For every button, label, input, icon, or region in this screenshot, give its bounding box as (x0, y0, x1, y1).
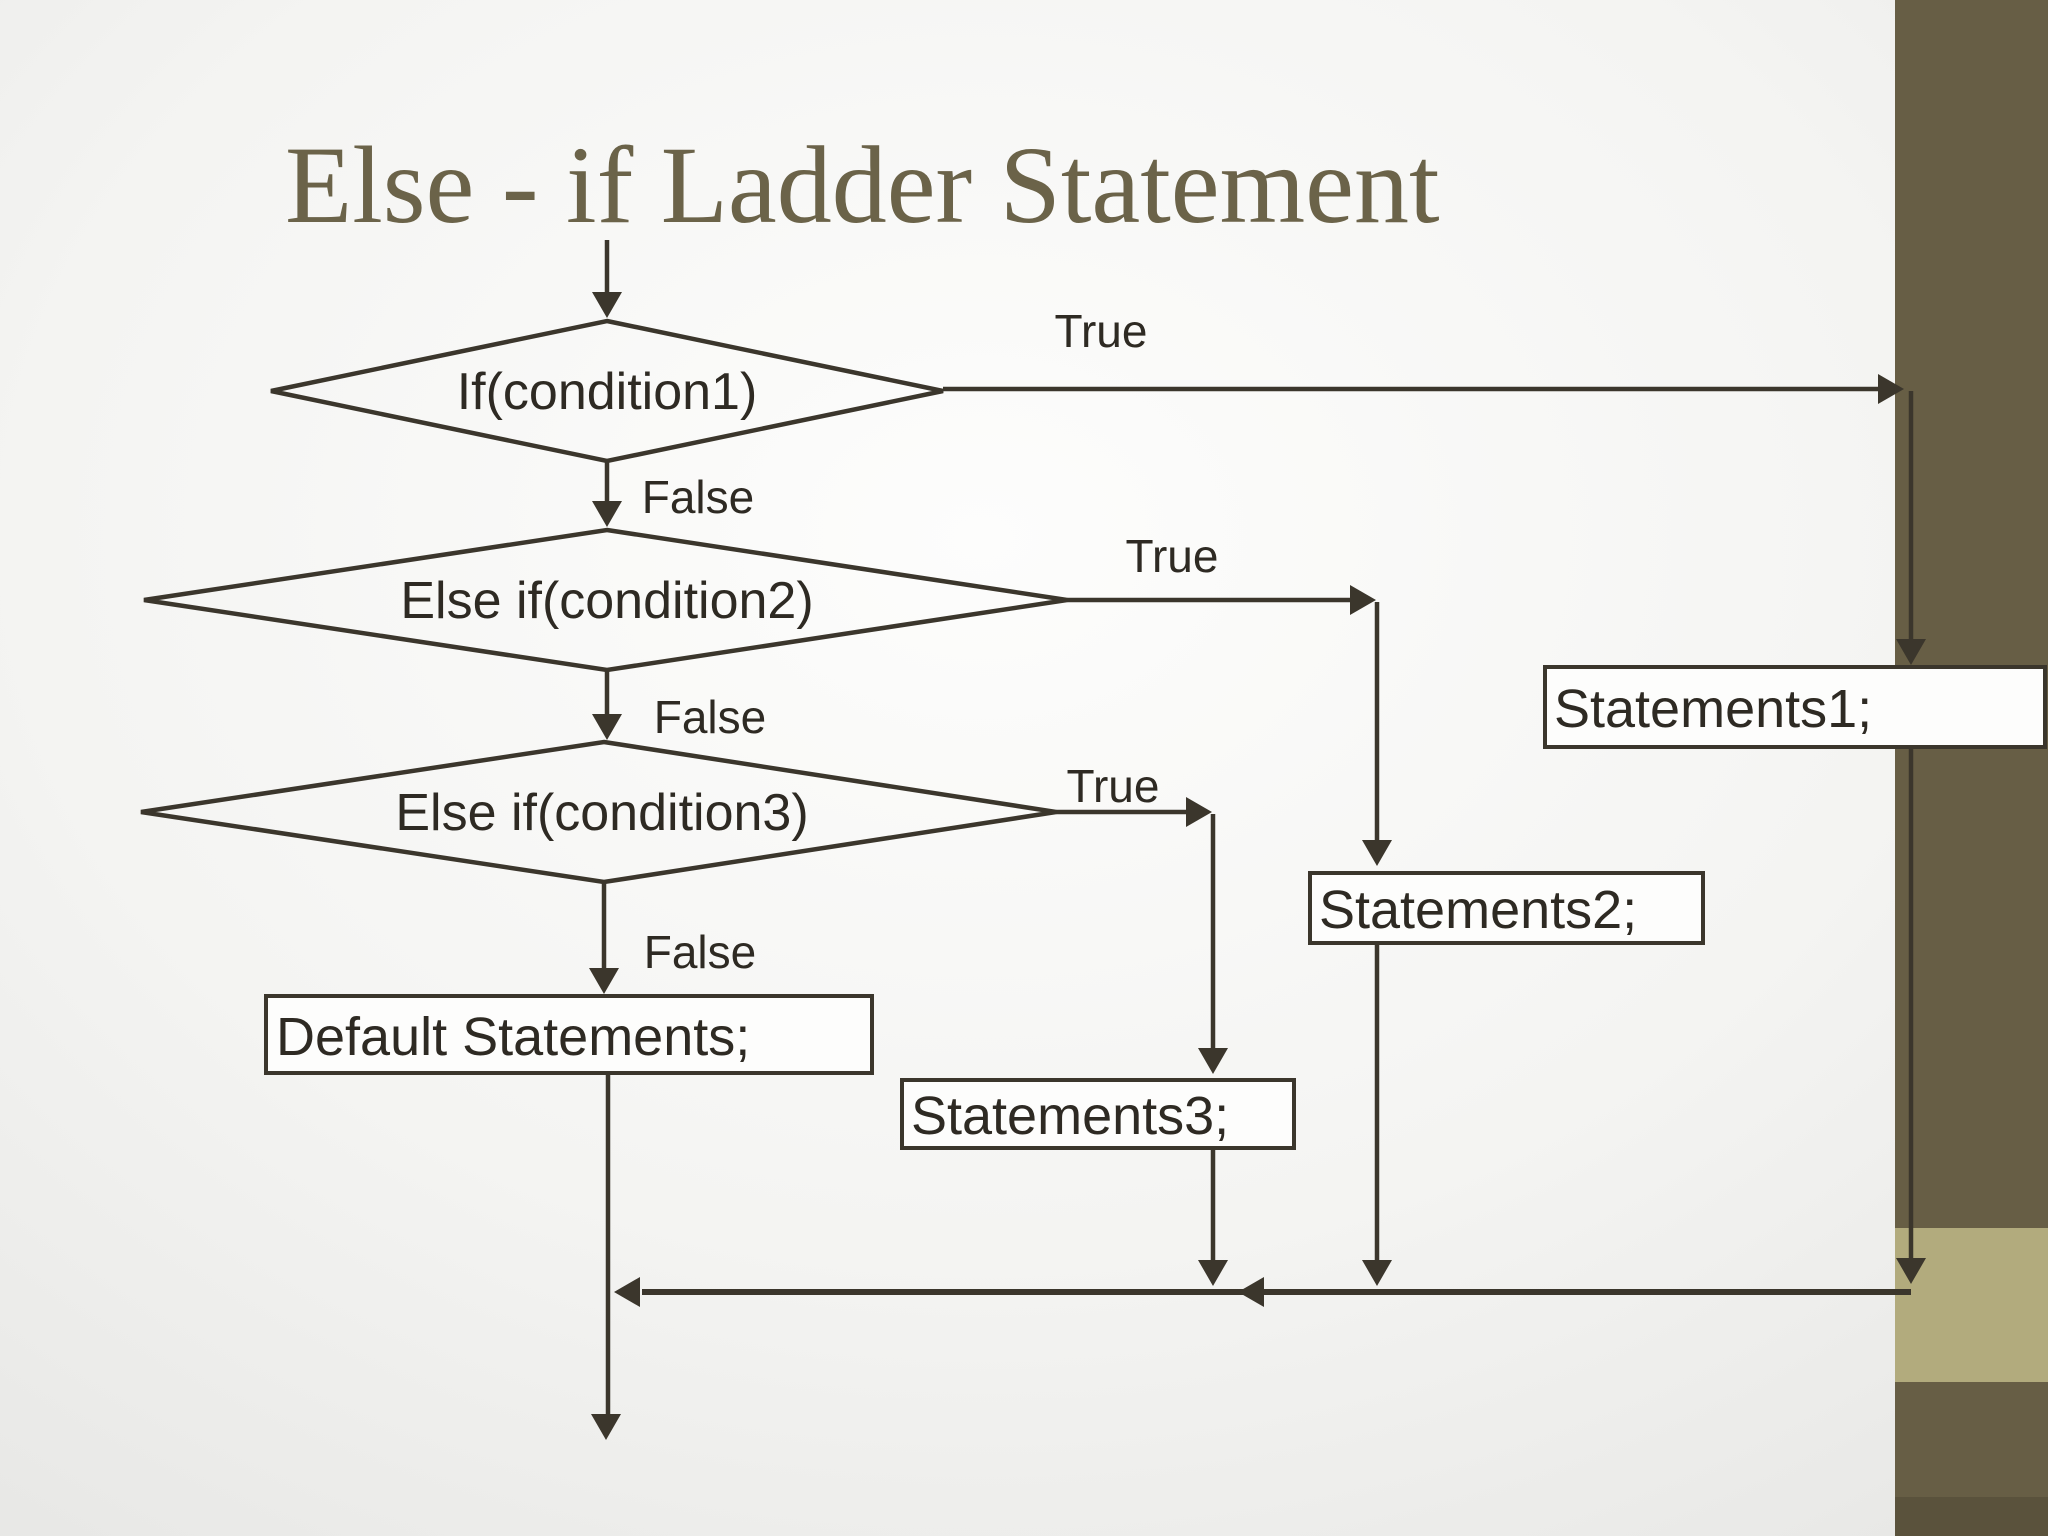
arrowhead-into-statements2 (1362, 840, 1392, 866)
decision-condition1-diamond (270, 318, 944, 464)
process-statements2-label: Statements2; (1319, 880, 1637, 940)
arrowhead-into-condition1 (592, 292, 622, 318)
branch-label-true-2: True (1126, 530, 1219, 582)
arrowhead-into-statements1 (1896, 639, 1926, 665)
page-title: Else - if Ladder Statement (285, 124, 1440, 246)
process-statements3-label: Statements3; (911, 1086, 1229, 1146)
decision-condition3-diamond (140, 739, 1057, 885)
branch-label-true-3: True (1067, 760, 1160, 812)
decision-condition3-label: Else if(condition3) (395, 784, 808, 842)
process-statements1-label: Statements1; (1554, 679, 1872, 739)
connectors (589, 240, 1926, 1440)
branch-label-false-3: False (644, 926, 756, 978)
arrowhead-into-default (589, 968, 619, 994)
arrowhead-condition1-true (1878, 374, 1904, 404)
arrowhead-into-statements3 (1198, 1048, 1228, 1074)
decision-condition2-diamond (143, 527, 1068, 673)
arrowhead-merge-left (614, 1277, 640, 1307)
arrowhead-statements3-merge (1198, 1260, 1228, 1286)
process-statements3-box (900, 1078, 1296, 1150)
arrowhead-merge-mid (1238, 1277, 1264, 1307)
decision-condition1-label: If(condition1) (457, 363, 758, 421)
process-default-box (264, 994, 874, 1075)
arrowhead-into-condition3 (592, 714, 622, 740)
sidebar-accent-band (1895, 1228, 2048, 1382)
arrowhead-condition3-true (1186, 797, 1212, 827)
arrowhead-statements1-merge (1896, 1258, 1926, 1284)
process-default-label: Default Statements; (276, 1007, 750, 1067)
arrowhead-exit (591, 1414, 621, 1440)
process-statements2-box (1308, 871, 1705, 945)
branch-label-false-2: False (654, 691, 766, 743)
arrowhead-statements2-merge (1362, 1260, 1392, 1286)
process-statements1-box (1543, 665, 2047, 749)
branch-label-true-1: True (1055, 305, 1148, 357)
sidebar-footer-band (1895, 1497, 2048, 1536)
arrowhead-condition2-true (1350, 585, 1376, 615)
branch-label-false-1: False (642, 471, 754, 523)
arrowhead-into-condition2 (592, 501, 622, 527)
decision-condition2-label: Else if(condition2) (400, 572, 813, 630)
